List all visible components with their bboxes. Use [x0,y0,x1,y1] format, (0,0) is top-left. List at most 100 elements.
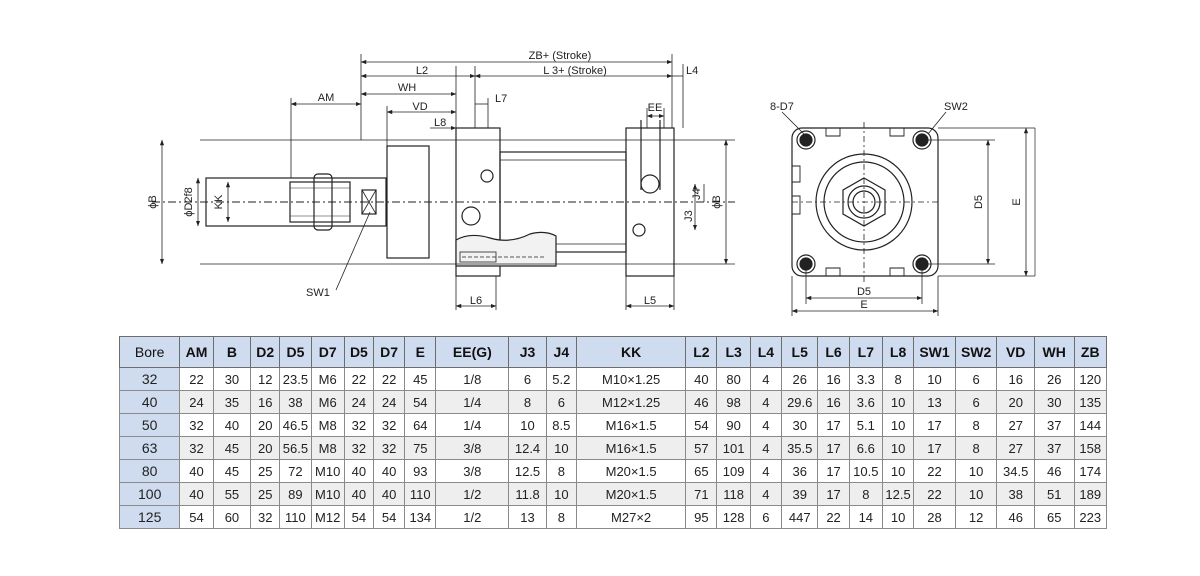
l7-label: L7 [495,93,507,105]
table-cell: 40 [179,459,214,483]
table-cell: 1/8 [435,367,510,391]
table-cell: 128 [716,505,751,529]
sw1-label: SW1 [306,287,330,299]
table-cell: 135 [1073,390,1107,414]
table-cell: 22 [817,505,850,529]
table-cell: 45 [404,367,437,391]
j4-label: J4 [691,188,703,200]
table-cell: 118 [716,482,751,506]
table-cell: 35 [212,390,252,414]
table-cell: 25 [250,482,281,506]
table-cell: 30 [212,367,252,391]
table-cell: 80 [716,367,751,391]
table-cell: 35.5 [780,436,819,460]
table-cell: 8 [545,459,577,483]
table-cell: 17 [817,436,850,460]
column-header: SW1 [913,336,956,368]
table-cell: 98 [716,390,751,414]
table-cell: 16 [996,367,1035,391]
column-header: E [404,336,437,368]
table-cell: 11.8 [508,482,547,506]
table-cell: 12 [954,505,998,529]
column-header: ZB [1073,336,1107,368]
wh-label: WH [398,82,416,94]
table-cell: M16×1.5 [575,436,687,460]
table-cell: 4 [749,482,783,506]
table-cell: 22 [179,367,214,391]
table-cell: 6.6 [848,436,883,460]
column-header: L6 [817,336,850,368]
table-cell: M6 [310,390,345,414]
table-cell: 24 [343,390,374,414]
table-cell: 71 [685,482,718,506]
table-cell: 6 [954,390,998,414]
table-cell: 6 [545,390,577,414]
table-cell: 30 [780,413,819,437]
table-cell: 16 [817,390,850,414]
table-cell: 4 [749,459,783,483]
table-cell: 32 [179,436,214,460]
table-cell: 55 [212,482,252,506]
table-cell: M10 [310,482,345,506]
cylinder-technical-drawing: ZB+ (Stroke) L 3+ (Stroke) L2 L4 WH AM V… [147,50,1036,316]
table-cell: 8 [545,505,577,529]
table-cell: 1/2 [435,482,510,506]
table-cell: 40 [372,459,406,483]
table-cell: 8 [954,436,998,460]
table-cell: 110 [279,505,312,529]
table-cell: 32 [179,413,214,437]
table-cell: 110 [404,482,437,506]
table-cell: 3.3 [848,367,883,391]
d7-label: 8-D7 [770,101,794,113]
kk-label: KK [213,194,225,209]
sw2-label: SW2 [944,101,968,113]
table-cell: 8 [954,413,998,437]
table-cell: 14 [848,505,883,529]
table-cell: 27 [996,413,1035,437]
table-cell: M6 [310,367,345,391]
column-header: L2 [685,336,718,368]
table-cell: 22 [372,367,406,391]
bore-cell: 50 [118,413,181,437]
table-cell: M27×2 [575,505,687,529]
table-cell: 46 [1033,459,1075,483]
table-cell: 16 [817,367,850,391]
table-cell: 37 [1033,436,1075,460]
column-header: D2 [250,336,281,368]
table-cell: 101 [716,436,751,460]
l3-label: L 3+ (Stroke) [543,65,606,77]
column-header: D5 [343,336,374,368]
table-cell: 8 [881,367,915,391]
table-cell: 6 [508,367,547,391]
table-cell: 8 [848,482,883,506]
column-header: L7 [848,336,883,368]
column-header: L5 [780,336,819,368]
table-cell: 40 [372,482,406,506]
table-cell: 54 [343,505,374,529]
column-header: EE(G) [435,336,510,368]
side-view [152,120,735,277]
table-cell: 56.5 [279,436,312,460]
column-header: D7 [372,336,406,368]
table-cell: 109 [716,459,751,483]
phi-d2f8-label: ϕD2f8 [183,187,195,216]
table-cell: 45 [212,459,252,483]
phi-b-left-label: ϕB [147,195,159,209]
side-view-dimensions [159,54,729,310]
table-cell: 4 [749,390,783,414]
table-cell: 65 [685,459,718,483]
bore-cell: 125 [118,505,181,529]
table-cell: 20 [250,436,281,460]
table-cell: 40 [343,459,374,483]
cutaway-section [455,231,557,267]
zb-label: ZB+ (Stroke) [529,50,592,62]
table-cell: 17 [913,413,956,437]
rod-nut [313,173,333,231]
table-cell: 10 [881,390,915,414]
table-cell: 90 [716,413,751,437]
table-cell: 32 [250,505,281,529]
